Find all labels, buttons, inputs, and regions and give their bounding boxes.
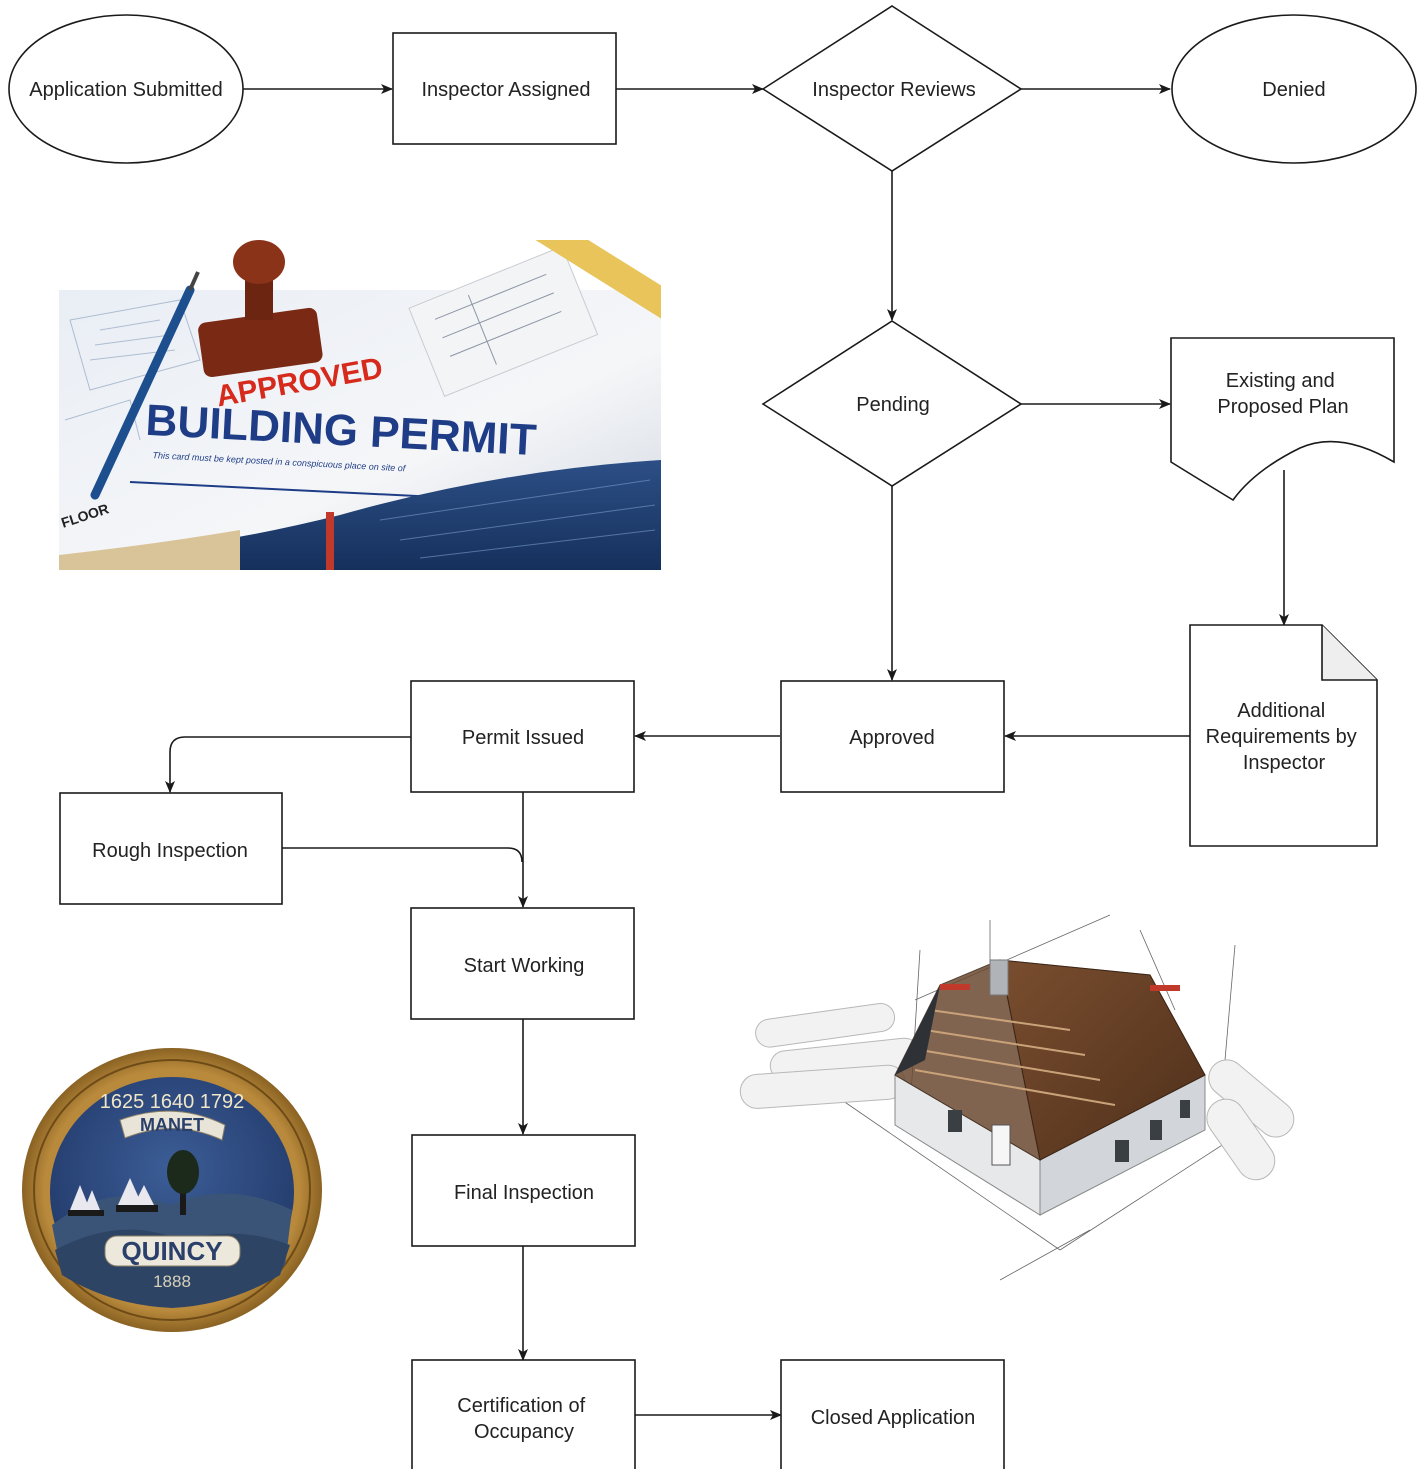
node-label: Application Submitted (29, 79, 222, 101)
node-label: Existing and Proposed Plan (1217, 370, 1348, 418)
node-pending: Pending (761, 320, 1023, 487)
node-certification-of-occupancy: Certification of Occupancy (411, 1359, 636, 1469)
node-label-line: Requirements by (1206, 726, 1357, 748)
node-label-line: Occupancy (474, 1421, 574, 1443)
connectors (165, 84, 1289, 1420)
node-existing-proposed-plan: Existing and Proposed Plan (1170, 337, 1395, 502)
node-start-working: Start Working (410, 907, 635, 1020)
seal-city-name: QUINCY (121, 1236, 222, 1266)
node-label: Inspector Assigned (422, 79, 591, 101)
edge-rough-to-start (282, 847, 523, 863)
node-label-line: Proposed Plan (1217, 396, 1348, 418)
seal-banner-text: MANET (140, 1115, 204, 1135)
node-label-line: Existing and (1226, 370, 1335, 392)
node-label: Permit Issued (462, 727, 584, 749)
quincy-city-seal: MANET 1625 1640 1792 QUINCY 1888 (22, 1048, 322, 1332)
node-label-line: Additional (1237, 700, 1325, 722)
node-label: Final Inspection (454, 1182, 594, 1204)
seal-years-text: 1625 1640 1792 (100, 1091, 245, 1113)
edge-permit-to-rough (165, 736, 411, 793)
node-inspector-assigned: Inspector Assigned (392, 32, 617, 145)
node-label: Rough Inspection (92, 840, 248, 862)
node-permit-issued: Permit Issued (410, 680, 635, 793)
node-label: Certification of Occupancy (457, 1395, 590, 1443)
node-closed-application: Closed Application (780, 1359, 1005, 1469)
house-blueprint-illustration (739, 914, 1295, 1281)
node-final-inspection: Final Inspection (411, 1134, 636, 1247)
node-label: Start Working (464, 955, 585, 977)
node-label: Closed Application (811, 1407, 976, 1429)
node-denied: Denied (1171, 14, 1417, 164)
node-rough-inspection: Rough Inspection (59, 792, 283, 905)
node-label: Inspector Reviews (812, 79, 975, 101)
building-permit-photo: APPROVED BUILDING PERMIT This card must … (59, 240, 661, 570)
node-label: Additional Requirements by Inspector (1206, 700, 1363, 774)
node-label-line: Certification of (457, 1395, 585, 1417)
seal-founded-year: 1888 (153, 1272, 191, 1291)
node-label: Pending (856, 394, 929, 416)
node-inspector-reviews: Inspector Reviews (761, 5, 1023, 172)
node-label-line: Inspector (1243, 752, 1326, 774)
node-approved: Approved (780, 680, 1005, 793)
node-application-submitted: Application Submitted (8, 14, 244, 164)
node-additional-requirements: Additional Requirements by Inspector (1189, 624, 1378, 847)
node-label: Denied (1262, 79, 1325, 101)
node-label: Approved (849, 727, 935, 749)
